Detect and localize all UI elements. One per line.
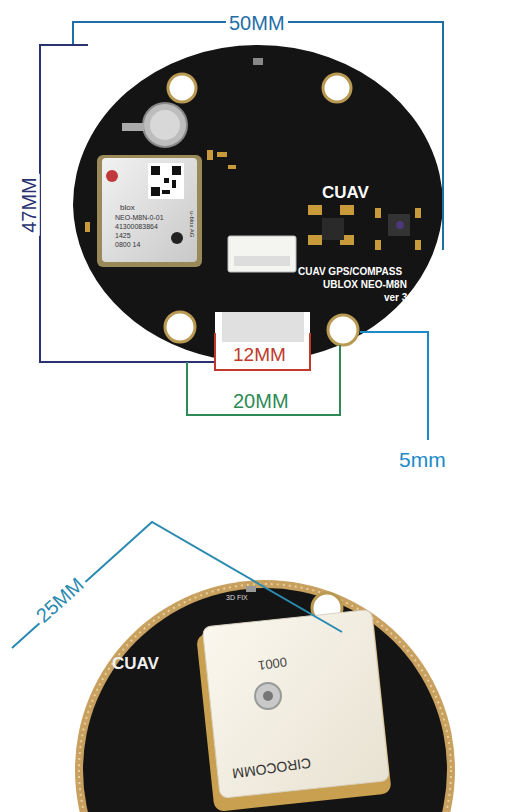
dimension-label: 20MM	[230, 390, 292, 412]
chip-text: NEO-M8N-0-01	[115, 214, 164, 222]
board-text: CUAV GPS/COMPASS	[298, 266, 402, 277]
board-text: 3D FIX	[226, 594, 248, 602]
logo-text: CUAV	[322, 184, 369, 203]
chip-text: 0800 14	[115, 241, 140, 249]
dimension-label: 5mm	[396, 448, 449, 471]
antenna-text: 0001	[257, 654, 288, 672]
dimension-label: 50MM	[226, 12, 288, 34]
board-text: ver 3.11	[384, 292, 421, 303]
board-text: UBLOX NEO-M8N	[323, 279, 407, 290]
dimension-label: 25MM	[30, 571, 90, 629]
chip-text: u-blox AG	[189, 211, 196, 237]
logo-text: CUAV	[112, 655, 159, 674]
dimension-label: 12MM	[230, 345, 289, 366]
chip-text: blox	[120, 204, 135, 213]
chip-text: 1425	[115, 232, 131, 240]
dimension-label: 47MM	[18, 174, 40, 236]
chip-text: 41300083864	[115, 223, 158, 231]
